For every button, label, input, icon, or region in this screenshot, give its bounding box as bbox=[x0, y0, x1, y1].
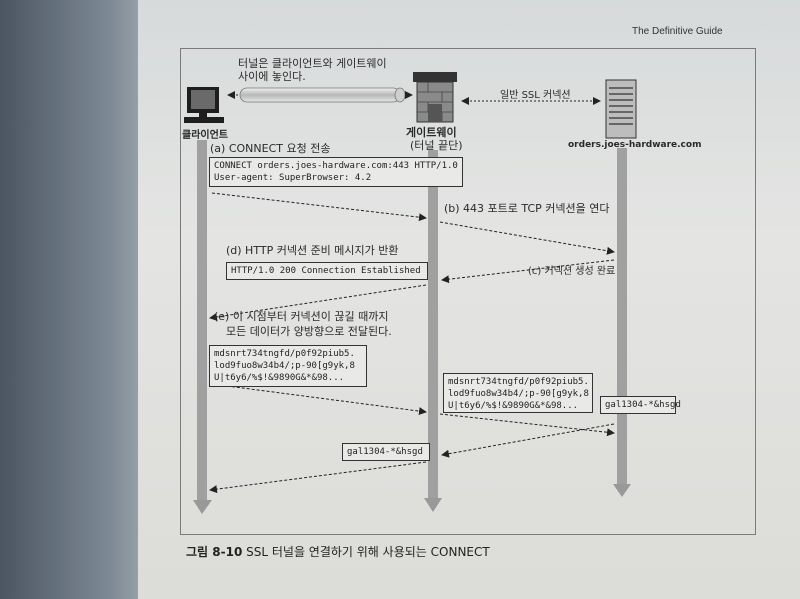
figure-frame bbox=[180, 48, 756, 535]
step-e-line1: (e) 이 시점부터 커넥션이 끊길 때까지 bbox=[214, 310, 389, 323]
gateway-brick-icon bbox=[413, 72, 457, 123]
client-label: 클라이언트 bbox=[182, 130, 228, 141]
left-book-page bbox=[0, 0, 160, 599]
client-data-arrow bbox=[211, 383, 427, 416]
server-lifeline bbox=[613, 148, 631, 497]
figure-caption: 그림 8-10 SSL 터널을 연결하기 위해 사용되는 CONNECT bbox=[186, 543, 490, 560]
established-return-arrow bbox=[209, 284, 427, 321]
ssl-link-label: 일반 SSL 커넥션 bbox=[500, 90, 571, 101]
connection-complete-arrow bbox=[441, 259, 615, 284]
client-data-box: mdsnrt734tngfd/p0f92piub5. lod9fuo8w34b4… bbox=[209, 345, 367, 387]
gateway-lifeline bbox=[424, 150, 442, 512]
server-reply-arrow bbox=[441, 423, 615, 458]
tunnel-tube-icon bbox=[239, 87, 406, 103]
server-reply-box: gal1304-*&hsgd bbox=[600, 396, 681, 414]
server-label: orders.joes-hardware.com bbox=[568, 140, 702, 150]
computer-icon bbox=[184, 87, 224, 123]
step-b-label: (b) 443 포트로 TCP 커넥션을 연다 bbox=[444, 202, 610, 215]
step-a-label: (a) CONNECT 요청 전송 bbox=[210, 142, 331, 155]
client-reply-arrow bbox=[209, 461, 427, 494]
tcp-open-arrow bbox=[439, 221, 615, 255]
figure-caption-text: SSL 터널을 연결하기 위해 사용되는 CONNECT bbox=[246, 545, 490, 559]
connection-established-box: HTTP/1.0 200 Connection Established bbox=[226, 262, 428, 280]
tunnel-note-line2: 사이에 놓인다. bbox=[238, 70, 306, 83]
gateway-reply-box: gal1304-*&hsgd bbox=[342, 443, 430, 461]
gateway-sublabel: (터널 끝단) bbox=[410, 139, 463, 152]
step-e-line2: 모든 데이터가 양방향으로 전달된다. bbox=[226, 325, 392, 338]
connect-request-arrow bbox=[211, 192, 427, 222]
step-c-label: (c) 커넥션 생성 완료 bbox=[528, 266, 616, 277]
gateway-label: 게이트웨이 bbox=[406, 126, 457, 139]
tunnel-note-line1: 터널은 클라이언트와 게이트웨이 bbox=[238, 57, 387, 70]
connect-request-box: CONNECT orders.joes-hardware.com:443 HTT… bbox=[209, 157, 463, 187]
client-lifeline bbox=[193, 140, 212, 514]
running-header: The Definitive Guide bbox=[632, 26, 723, 37]
figure-number: 그림 8-10 bbox=[186, 545, 243, 559]
gateway-forward-arrow bbox=[439, 413, 615, 437]
step-d-label: (d) HTTP 커넥션 준비 메시지가 반환 bbox=[226, 244, 399, 257]
server-icon bbox=[605, 79, 637, 139]
gateway-data-box: mdsnrt734tngfd/p0f92piub5. lod9fuo8w34b4… bbox=[443, 373, 593, 413]
